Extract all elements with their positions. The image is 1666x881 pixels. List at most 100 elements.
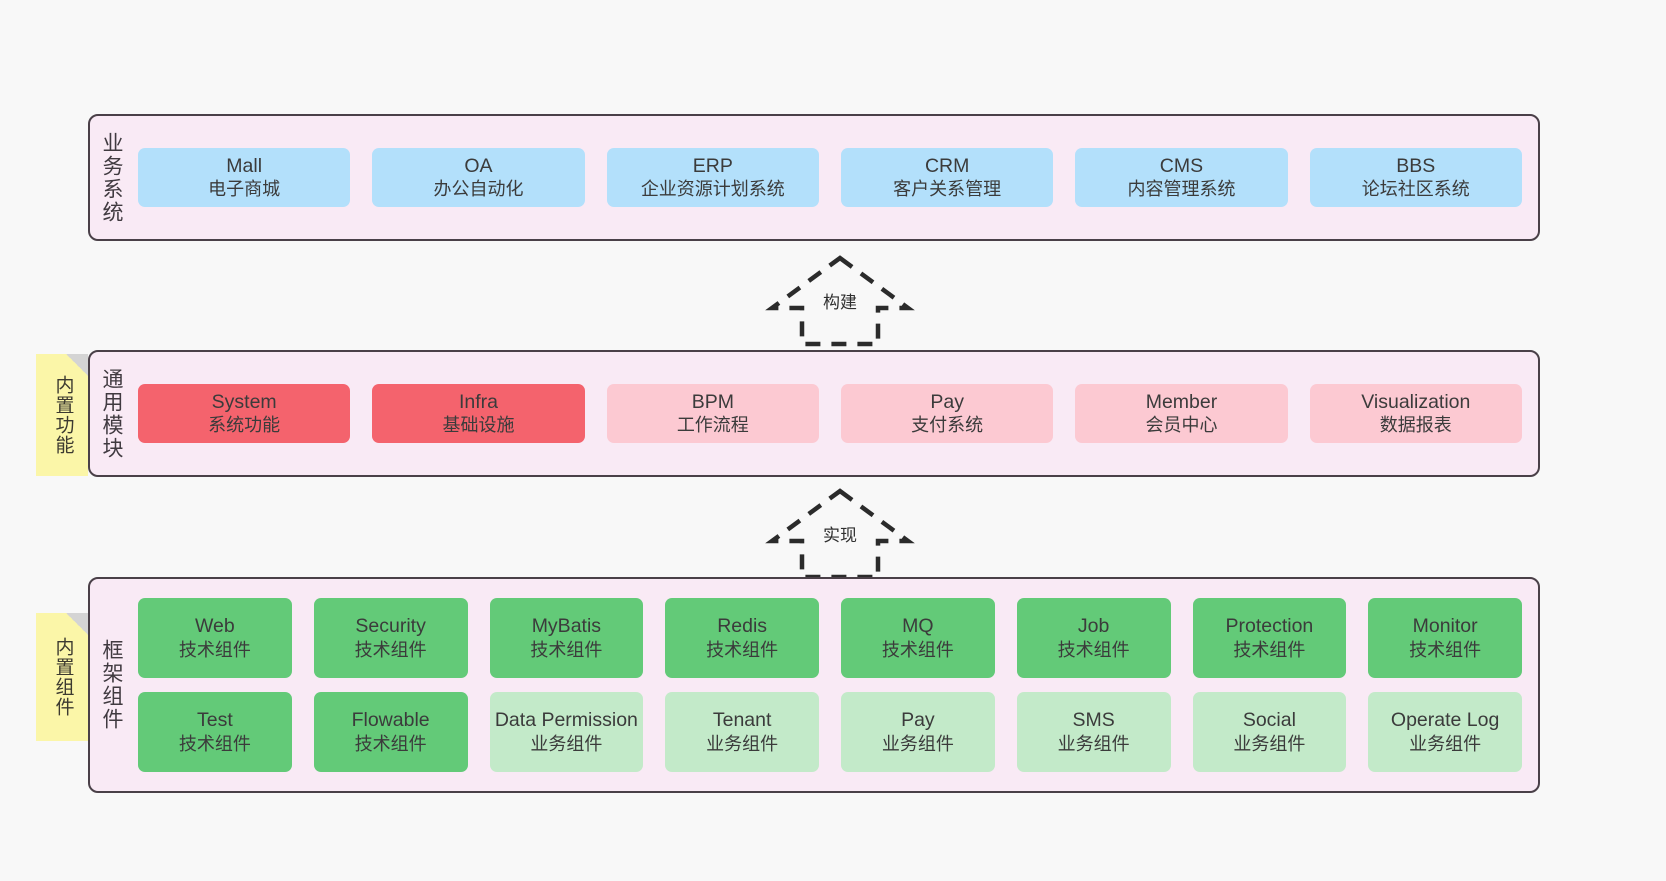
layer-framework-title: 框架组件 [100, 639, 124, 731]
cell-subtitle: 技术组件 [354, 639, 427, 660]
cell-title: MQ [902, 615, 934, 637]
cell-title: Protection [1225, 615, 1314, 637]
cell-subtitle: 技术组件 [881, 639, 954, 660]
sticky-functions-label: 内置功能 [52, 375, 74, 455]
cell-subtitle: 支付系统 [911, 415, 984, 436]
cell-title: Visualization [1361, 390, 1471, 413]
cell-subtitle: 技术组件 [530, 639, 603, 660]
cell-title: MyBatis [531, 615, 602, 637]
cell-subtitle: 基础设施 [442, 415, 515, 436]
cell-subtitle: 技术组件 [354, 733, 427, 754]
sticky-note-builtin-components: 内置组件 [36, 613, 88, 741]
arrow-implement: 实现 [760, 485, 920, 580]
cell-subtitle: 论坛社区系统 [1361, 179, 1470, 200]
cell-title: Web [195, 615, 235, 637]
cell-title: Infra [458, 390, 498, 413]
cell-title: Security [355, 615, 426, 637]
cell-title: Pay [930, 390, 964, 413]
cell-title: Tenant [712, 709, 772, 731]
cell-title: ERP [692, 154, 733, 177]
cell-title: Operate Log [1390, 709, 1500, 731]
sticky-note-builtin-functions: 内置功能 [36, 354, 88, 476]
cell-title: SMS [1072, 709, 1115, 731]
cell-subtitle: 企业资源计划系统 [640, 179, 785, 200]
cell-title: Social [1242, 709, 1296, 731]
cell-title: Test [196, 709, 233, 731]
cell-subtitle: 客户关系管理 [893, 179, 1002, 200]
cell-subtitle: 技术组件 [1409, 639, 1482, 660]
cell-subtitle: 技术组件 [178, 733, 251, 754]
cell-title: Redis [717, 615, 768, 637]
arrow-implement-label: 实现 [823, 526, 857, 545]
arrow-build-shape [765, 255, 915, 347]
cell-subtitle: 业务组件 [1409, 733, 1482, 754]
cell-title: BBS [1396, 154, 1436, 177]
layer-business-title: 业务系统 [100, 131, 124, 224]
layer-common-title: 通用模块 [100, 367, 124, 460]
cell-subtitle: 技术组件 [178, 639, 251, 660]
cell-title: Flowable [351, 709, 430, 731]
cell-subtitle: 业务组件 [706, 733, 779, 754]
cell-subtitle: 工作流程 [676, 415, 749, 436]
cell-subtitle: 内容管理系统 [1127, 179, 1236, 200]
cell-subtitle: 技术组件 [706, 639, 779, 660]
cell-subtitle: 电子商城 [208, 179, 281, 200]
cell-title: Data Permission [494, 709, 638, 731]
cell-subtitle: 业务组件 [530, 733, 603, 754]
cell-title: BPM [691, 390, 734, 413]
cell-title: Job [1077, 615, 1110, 637]
arrow-build: 构建 [760, 252, 920, 347]
cell-subtitle: 会员中心 [1145, 415, 1218, 436]
cell-subtitle: 业务组件 [1233, 733, 1306, 754]
cell-title: Monitor [1412, 615, 1478, 637]
cell-subtitle: 业务组件 [1057, 733, 1130, 754]
arrow-build-label: 构建 [823, 293, 857, 312]
cell-title: CMS [1159, 154, 1204, 177]
cell-subtitle: 办公自动化 [433, 179, 524, 200]
sticky-components-label: 内置组件 [52, 637, 74, 717]
cell-subtitle: 业务组件 [881, 733, 954, 754]
cell-subtitle: 系统功能 [208, 415, 281, 436]
sticky-fold-icon [66, 613, 88, 635]
cell-title: CRM [924, 154, 970, 177]
cell-subtitle: 数据报表 [1379, 415, 1452, 436]
